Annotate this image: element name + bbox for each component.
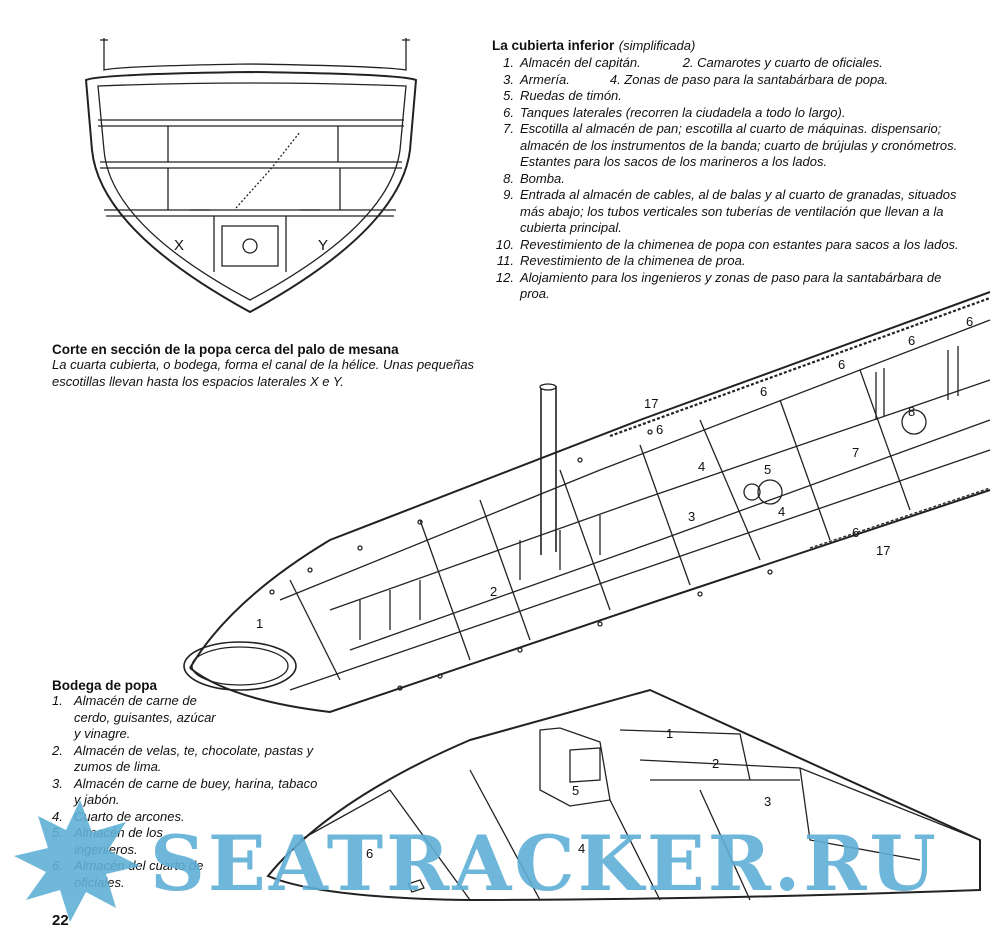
list-item: 3. Armería. 4. Zonas de paso para la santa… <box>492 72 962 89</box>
list-item: 2. Almacén de velas, te, chocolate, pasta… <box>52 743 354 776</box>
item-text: Escotilla al almacén de pan; escotilla a… <box>520 121 958 169</box>
list-item: 12. Alojamiento para los ingenieros y zon… <box>492 270 962 303</box>
item-number: 7. <box>503 121 514 136</box>
list-item: 1. Almacén del capitán. 2. Camarotes y cua… <box>492 55 962 72</box>
deck-label: 8 <box>908 404 915 419</box>
hold-label: 1 <box>666 726 673 741</box>
item-number: 6. <box>52 858 63 873</box>
item-number: 4. <box>52 808 63 824</box>
item-number: 1. <box>52 693 63 708</box>
item-number: 5. <box>503 88 514 103</box>
hold-label: 4 <box>578 841 585 856</box>
item-number: 2. <box>52 742 63 758</box>
lower-deck-legend-heading: La cubierta inferior (simplificada) <box>492 37 962 55</box>
item-text-extra: 4. Zonas de paso para la santabárbara de… <box>609 71 889 87</box>
watermark: SEATRACKER.RU <box>150 819 939 908</box>
item-number: 12. <box>495 269 514 285</box>
list-item: 6. Tanques laterales (recorren la ciudade… <box>492 105 962 122</box>
hold-label: 6 <box>366 846 373 861</box>
hold-label: 5 <box>572 783 579 798</box>
stern-cross-section <box>84 38 418 314</box>
item-text-extra: 2. Camarotes y cuarto de oficiales. <box>682 55 883 70</box>
item-number: 5. <box>52 825 63 840</box>
deck-label: 7 <box>852 445 859 460</box>
list-item: 3. Almacén de carne de buey, harina, taba… <box>52 776 324 809</box>
item-text: Alojamiento para los ingenieros y zonas … <box>520 269 942 302</box>
item-number: 9. <box>503 187 514 202</box>
deck-label: 3 <box>688 509 695 524</box>
deck-label: 17 <box>644 396 658 411</box>
deck-label: 1 <box>256 616 263 631</box>
item-text: Entrada al almacén de cables, al de bala… <box>520 187 957 235</box>
lower-deck-legend-subtitle: (simplificada) <box>618 38 696 53</box>
item-number: 3. <box>52 775 63 791</box>
deck-label: 2 <box>490 584 497 599</box>
lower-deck-labels: 1 2 3 4 4 5 6 6 6 6 6 6 7 8 17 17 <box>256 314 973 631</box>
item-text: Almacén de carne de cerdo, guisantes, az… <box>74 693 216 741</box>
list-item: 11. Revestimiento de la chimenea de proa. <box>492 253 962 270</box>
deck-label: 6 <box>760 384 767 399</box>
aft-hold-legend-title: Bodega de popa <box>52 678 158 693</box>
section-caption-title: Corte en sección de la popa cerca del pa… <box>52 342 399 357</box>
section-caption: Corte en sección de la popa cerca del pa… <box>52 342 492 390</box>
lower-deck-legend-list: 1. Almacén del capitán. 2. Camarotes y cua… <box>492 55 962 303</box>
item-text: Almacén de velas, te, chocolate, pastas … <box>74 742 314 775</box>
deck-label: 6 <box>908 333 915 348</box>
deck-label: 17 <box>876 543 890 558</box>
deck-label: 6 <box>656 422 663 437</box>
deck-label: 6 <box>852 525 859 540</box>
list-item: 9. Entrada al almacén de cables, al de ba… <box>492 187 962 237</box>
deck-label: 5 <box>764 462 771 477</box>
hold-label: 3 <box>764 794 771 809</box>
deck-label: 4 <box>778 504 785 519</box>
aft-hold-labels: 1 2 3 4 5 6 <box>366 726 771 861</box>
lower-deck-legend: La cubierta inferior (simplificada) 1. Al… <box>492 37 962 303</box>
deck-label: 6 <box>838 357 845 372</box>
lower-deck-legend-title: La cubierta inferior <box>492 38 615 53</box>
deck-label: 6 <box>966 314 973 329</box>
item-number: 6. <box>503 104 514 120</box>
item-number: 1. <box>503 55 514 70</box>
list-item: 5. Ruedas de timón. <box>492 88 962 105</box>
item-number: 10. <box>495 236 514 252</box>
list-item: 10. Revestimiento de la chimenea de popa … <box>492 237 962 254</box>
item-text: Revestimiento de la chimenea de proa. <box>520 253 746 268</box>
hold-label: 2 <box>712 756 719 771</box>
item-text: Almacén de carne de buey, harina, tabaco… <box>74 775 318 808</box>
deck-label: 4 <box>698 459 705 474</box>
item-number: 8. <box>503 170 514 186</box>
space-y-label: Y <box>318 237 328 254</box>
list-item: 8. Bomba. <box>492 171 962 188</box>
item-text: Revestimiento de la chimenea de popa con… <box>520 236 959 252</box>
item-text: Ruedas de timón. <box>520 88 622 103</box>
item-text: Tanques laterales (recorren la ciudadela… <box>520 104 846 120</box>
item-text: Armería. <box>520 71 570 87</box>
item-number: 11. <box>496 253 514 268</box>
item-text: Almacén del capitán. <box>520 55 641 70</box>
space-x-label: X <box>174 237 184 254</box>
item-text: Bomba. <box>520 170 565 186</box>
list-item: 7. Escotilla al almacén de pan; escotilla… <box>492 121 962 171</box>
page-number: 22 <box>52 912 69 929</box>
section-caption-text: La cuarta cubierta, o bodega, forma el c… <box>52 357 475 389</box>
aft-hold-drawing <box>266 688 981 902</box>
item-number: 3. <box>503 71 514 87</box>
list-item: 1. Almacén de carne de cerdo, guisantes, … <box>52 693 222 743</box>
lower-deck-drawing <box>183 291 991 714</box>
